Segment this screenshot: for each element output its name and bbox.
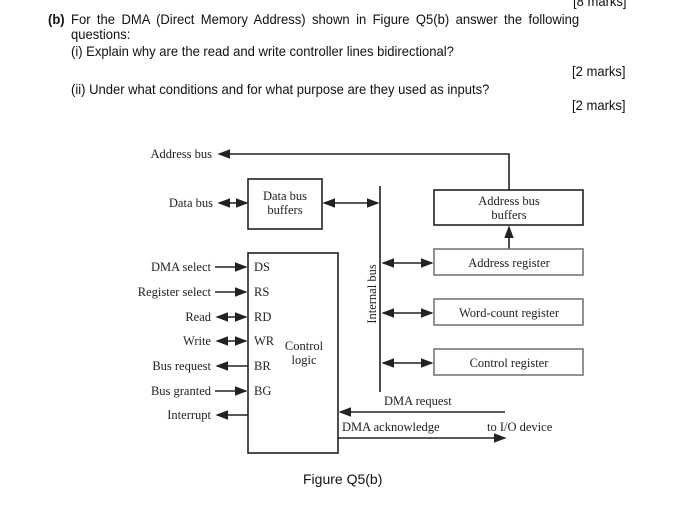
dma-request-label: DMA request bbox=[384, 394, 452, 408]
address-bus-buffers-label-2: buffers bbox=[491, 208, 526, 222]
pin-bg: BG bbox=[254, 384, 271, 398]
question-text: For the DMA (Direct Memory Address) show… bbox=[71, 11, 580, 27]
address-bus-buffers-label-1: Address bus bbox=[478, 194, 540, 208]
question-text-cont: questions: bbox=[71, 26, 131, 42]
data-bus-buffers-box bbox=[247, 178, 323, 230]
word-count-register-label: Word-count register bbox=[459, 306, 560, 320]
marks-part-ii: [2 marks] bbox=[572, 97, 626, 113]
question-part-ii: (ii) Under what conditions and for what … bbox=[71, 81, 490, 97]
word-count-register-box bbox=[433, 298, 584, 326]
pin-wr: WR bbox=[254, 334, 275, 348]
question-part-i: (i) Explain why are the read and write c… bbox=[71, 43, 454, 59]
signal-write: Write bbox=[183, 334, 211, 348]
pin-rs: RS bbox=[254, 285, 269, 299]
address-register-box bbox=[433, 248, 584, 276]
address-bus-label: Address bus bbox=[151, 147, 213, 161]
address-bus-line bbox=[217, 149, 510, 190]
address-register-label: Address register bbox=[468, 256, 550, 270]
signal-read: Read bbox=[185, 310, 211, 324]
signal-bus-request: Bus request bbox=[152, 359, 211, 373]
address-bus-buffers-box bbox=[433, 189, 584, 226]
signal-interrupt: Interrupt bbox=[167, 408, 211, 422]
signal-bus-granted: Bus granted bbox=[151, 384, 212, 398]
question-label: (b) bbox=[48, 11, 65, 27]
pin-ds: DS bbox=[254, 260, 270, 274]
pin-br: BR bbox=[254, 359, 271, 373]
data-bus-buffers-label-1: Data bus bbox=[263, 189, 307, 203]
internal-bus-label: Internal bus bbox=[365, 264, 379, 323]
signal-dma-select: DMA select bbox=[151, 260, 212, 274]
data-bus-buffers-label-2: buffers bbox=[267, 203, 302, 217]
data-bus-label: Data bus bbox=[169, 196, 213, 210]
figure-caption: Figure Q5(b) bbox=[303, 471, 383, 487]
previous-marks: [8 marks] bbox=[573, 0, 627, 9]
control-register-box bbox=[433, 348, 584, 376]
marks-part-i: [2 marks] bbox=[572, 63, 626, 79]
dma-acknowledge-label: DMA acknowledge bbox=[342, 420, 440, 434]
control-logic-label-2: logic bbox=[292, 353, 317, 367]
control-logic-box bbox=[247, 252, 339, 454]
signal-register-select: Register select bbox=[138, 285, 212, 299]
to-io-device-label: to I/O device bbox=[487, 420, 553, 434]
control-register-label: Control register bbox=[470, 356, 550, 370]
control-logic-label-1: Control bbox=[285, 339, 324, 353]
pin-rd: RD bbox=[254, 310, 271, 324]
